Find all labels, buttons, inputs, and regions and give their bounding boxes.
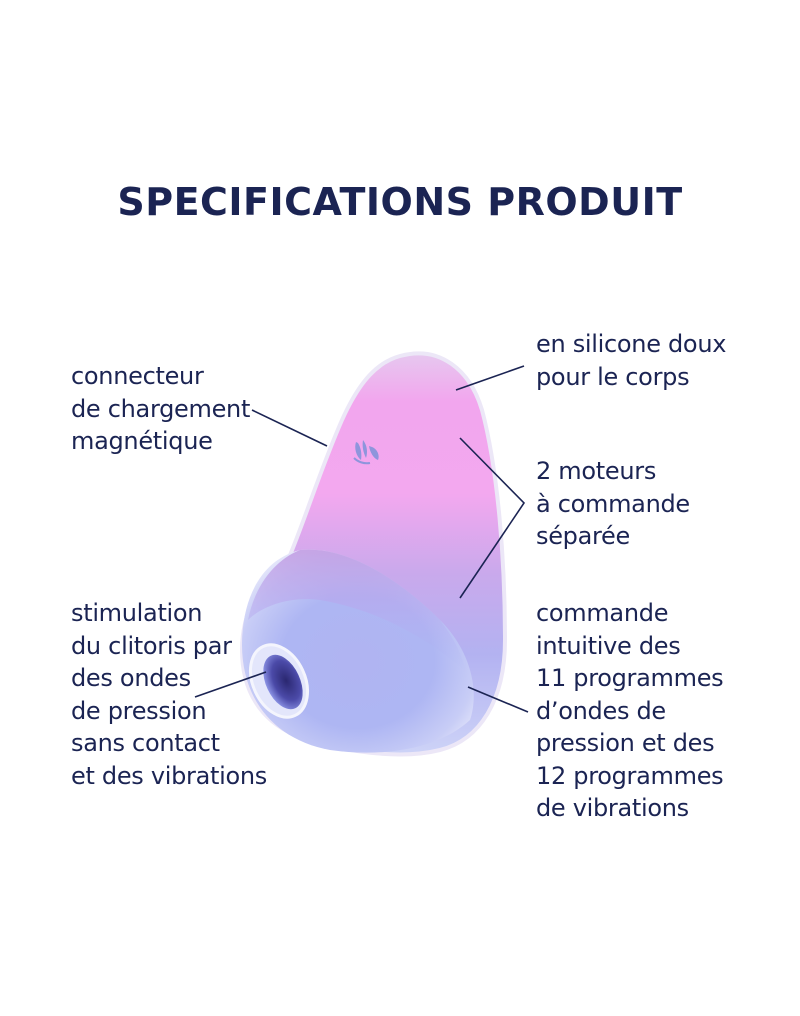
callout-text: en silicone doux <box>536 330 727 358</box>
callout-line-motors <box>459 437 526 599</box>
callout-line-silicone <box>455 365 525 391</box>
callout-text: d’ondes de <box>536 696 666 725</box>
callout-text: et des vibrations <box>71 761 267 790</box>
callout-text: pression et des <box>536 729 715 757</box>
callout-text: connecteur <box>71 362 204 390</box>
callout-text: sans contact <box>71 729 220 757</box>
page-title: SPECIFICATIONS PRODUIT <box>117 180 683 224</box>
callout-line-control <box>467 686 529 713</box>
butterfly-logo-icon <box>353 440 379 465</box>
callout-silicone: en silicone doux pour le corps <box>536 328 726 393</box>
callout-text: de vibrations <box>536 794 689 822</box>
callout-connector: connecteur de chargement magnétique <box>71 360 250 458</box>
callout-line-stimulation <box>194 671 267 698</box>
suction-opening <box>248 643 310 719</box>
callout-text: pour le corps <box>536 362 690 391</box>
callout-stimulation: stimulation du clitoris par des ondes de… <box>71 597 267 792</box>
callout-text: à commande <box>536 489 690 518</box>
callout-text: du clitoris par <box>71 631 232 660</box>
callout-text: stimulation <box>71 599 203 627</box>
callout-text: intuitive des <box>536 631 681 660</box>
callout-text: des ondes <box>71 664 191 692</box>
callout-text: magnétique <box>71 427 213 455</box>
callout-text: commande <box>536 599 669 627</box>
callout-text: 12 programmes <box>536 761 724 790</box>
callout-control: commande intuitive des 11 programmes d’o… <box>536 597 724 825</box>
callout-motors: 2 moteurs à commande séparée <box>536 455 690 553</box>
callout-text: séparée <box>536 522 630 550</box>
product-body <box>239 351 508 757</box>
callout-line-connector <box>251 409 328 447</box>
callout-text: de pression <box>71 696 207 725</box>
callout-text: 11 programmes <box>536 664 724 692</box>
callout-text: 2 moteurs <box>536 457 657 485</box>
callout-text: de chargement <box>71 394 251 423</box>
